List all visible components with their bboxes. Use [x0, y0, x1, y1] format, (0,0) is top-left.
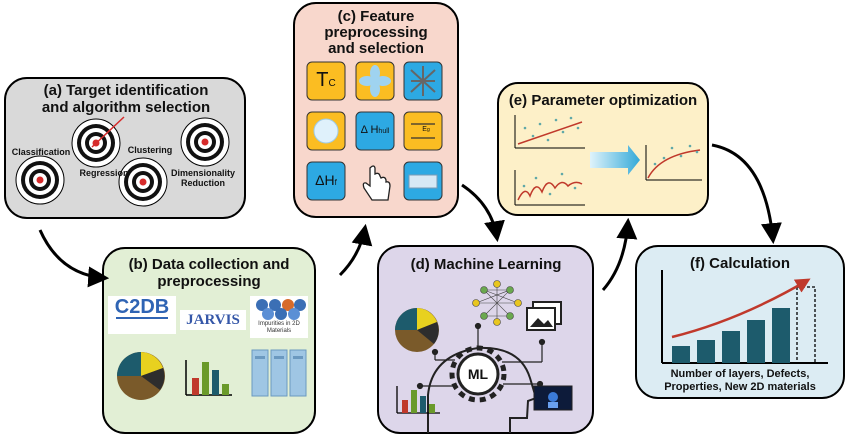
label-classification: Classification	[11, 147, 71, 157]
panel-c-title-line2: preprocessing	[324, 24, 428, 41]
calculation-bar-chart	[661, 270, 828, 364]
bar-chart-icon-d	[396, 386, 440, 414]
panel-a-title-line1: (a) Target identification	[43, 82, 209, 99]
arrow-a-to-b	[38, 229, 110, 288]
label-dimensionality-line1: Dimensionality	[170, 168, 235, 178]
c2db-logo	[108, 296, 176, 334]
image-gallery-icon	[526, 301, 562, 331]
cursor-hand-icon	[362, 165, 391, 201]
ml-connectors	[416, 322, 546, 390]
panel-e-title: (e) Parameter optimization	[508, 92, 698, 109]
target-dimensionality-icon	[180, 117, 230, 167]
tile-tc	[306, 61, 346, 101]
label-dimensionality-line2: Reduction	[181, 178, 225, 188]
panel-c-title-line1: (c) Feature	[337, 8, 415, 25]
impurities-crystal-icon	[250, 296, 308, 338]
plot-initial-fit	[514, 115, 585, 149]
label-regression: Regression	[79, 168, 129, 178]
tile-eg-label: Eg	[422, 126, 430, 133]
plot-overfit	[514, 170, 585, 206]
pie-chart-icon-b	[117, 352, 165, 400]
tile-periodic-table	[403, 161, 443, 201]
jarvis-logo-box	[180, 310, 246, 330]
server-rack-icon	[251, 349, 307, 397]
optimization-arrow	[590, 145, 640, 175]
target-regression-icon	[71, 116, 125, 168]
arrow-c-to-d	[461, 183, 505, 243]
tile-dhull	[355, 111, 395, 151]
tile-dhf	[306, 161, 346, 201]
tile-tc-label: TC	[316, 69, 336, 91]
label-clustering: Clustering	[127, 145, 173, 155]
panel-f-caption-line1: Number of layers, Defects,	[670, 368, 810, 380]
tile-sphere	[306, 111, 346, 151]
target-clustering-icon	[118, 157, 168, 207]
panel-d-title: (d) Machine Learning	[410, 256, 562, 273]
arrow-d-to-e	[601, 217, 638, 291]
panel-e-box	[497, 82, 709, 216]
simulation-screen-icon	[533, 385, 573, 411]
bar-chart-icon-b	[185, 360, 232, 396]
c2db-label: C2DB	[114, 296, 170, 318]
neural-network-icon	[472, 280, 522, 326]
impurities-label-line2: Materials	[266, 328, 292, 334]
tile-orbital	[355, 61, 395, 101]
panel-b-title-line2: preprocessing	[157, 273, 261, 290]
tile-lattice	[403, 61, 443, 101]
arrow-b-to-c	[338, 223, 373, 277]
tile-bandgap	[403, 111, 443, 151]
panel-c-title-line3: and selection	[328, 40, 424, 57]
pie-chart-icon-d	[395, 308, 439, 352]
ml-label: ML	[467, 366, 489, 382]
panel-f-title: (f) Calculation	[690, 255, 790, 272]
jarvis-label: JARVIS	[186, 312, 240, 328]
target-classification-icon	[15, 155, 65, 205]
panel-f-caption-line2: Properties, New 2D materials	[664, 381, 816, 393]
arrow-e-to-f	[711, 143, 782, 245]
panel-b-title-line1: (b) Data collection and	[128, 256, 290, 273]
impurities-label-line1: Impurities in 2D	[258, 321, 300, 327]
tile-dhull-label: Δ Hhull	[360, 124, 390, 136]
panel-a-title-line2: and algorithm selection	[41, 99, 211, 116]
plot-optimized-fit	[645, 144, 702, 181]
panel-a-box	[4, 77, 246, 219]
tile-dhf-label: ΔHf	[315, 172, 337, 188]
